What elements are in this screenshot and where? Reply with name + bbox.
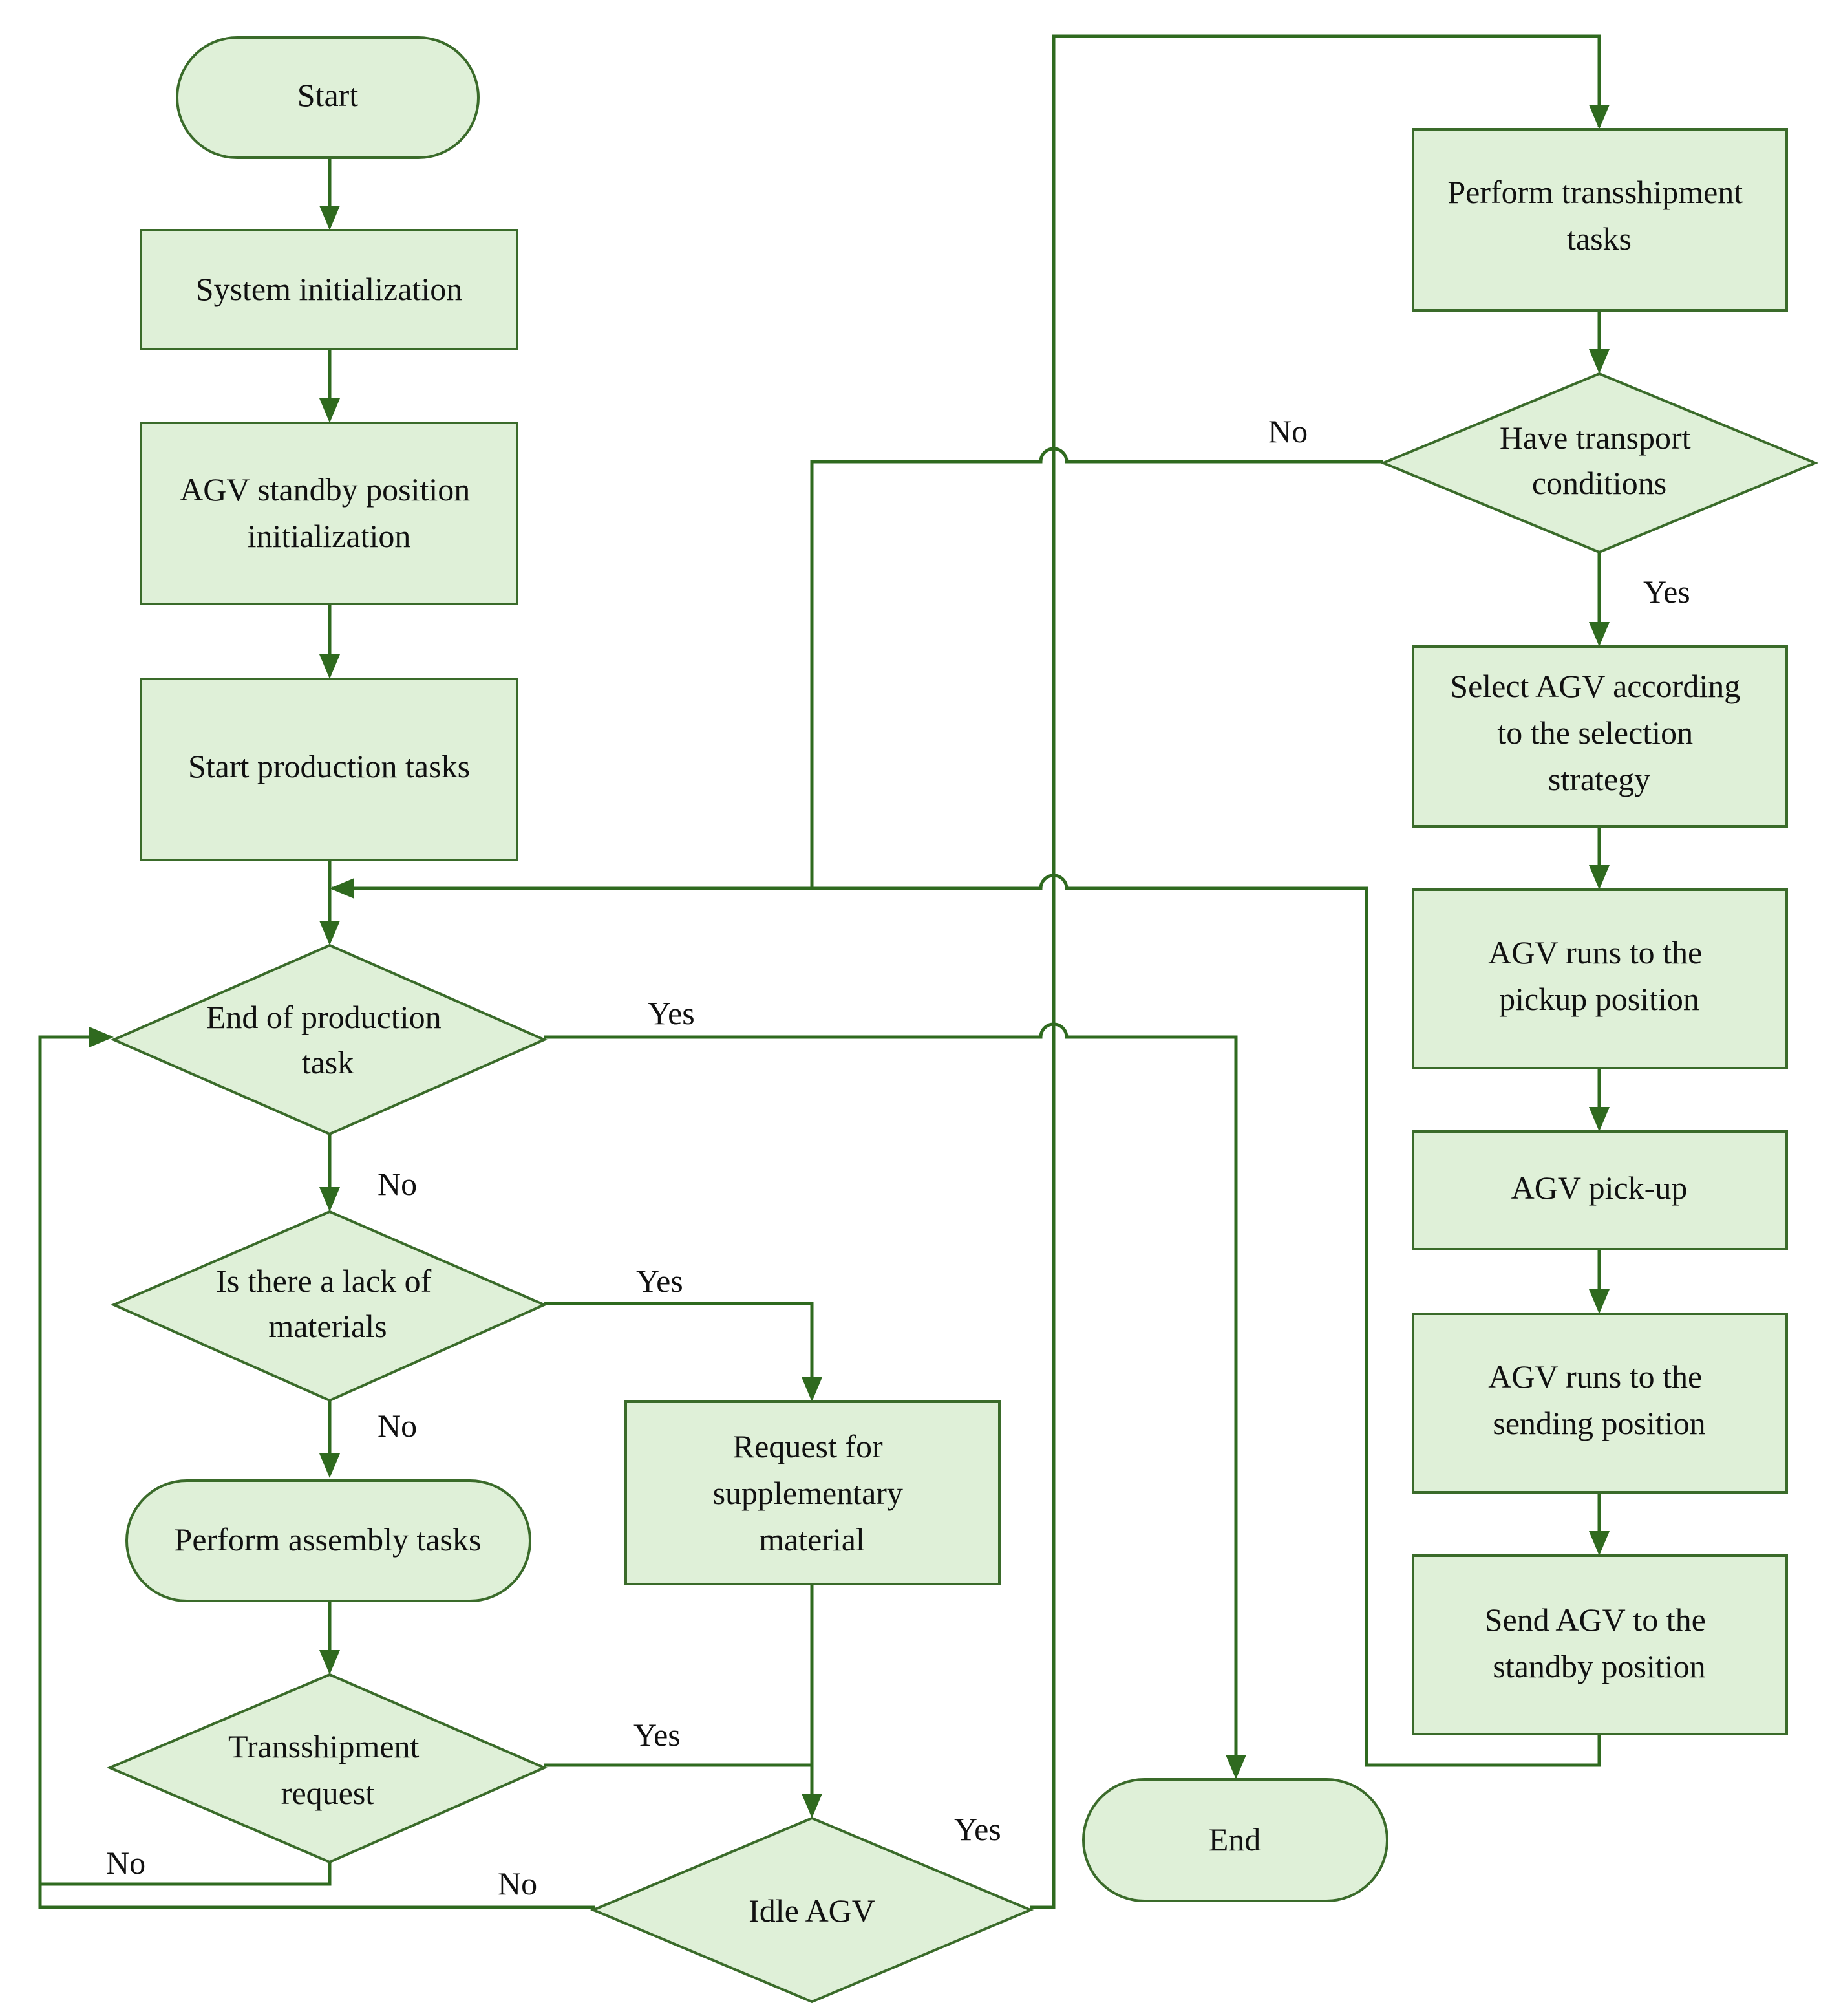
arrowhead-end-production-left xyxy=(89,1027,114,1047)
edge-send-standby-return xyxy=(332,874,1601,1767)
arrowhead-lack-materials xyxy=(319,1187,340,1212)
system-init-box xyxy=(140,229,518,350)
end-terminal xyxy=(1082,1778,1388,1902)
assembly-label: Perform assembly tasks xyxy=(175,1521,482,1558)
idle-agv-label: Idle AGV xyxy=(749,1893,875,1929)
run-sending-label: AGV runs to the sending position xyxy=(1488,1358,1710,1441)
standby-init-label: AGV standby position initialization xyxy=(180,471,478,554)
request-material-label: Request for supplementary material xyxy=(713,1428,911,1558)
select-agv-label: Select AGV according to the selection st… xyxy=(1450,668,1748,797)
lack-materials-decision xyxy=(111,1210,548,1402)
arrowhead-send-standby xyxy=(1589,1531,1610,1556)
end-production-label: End of production task xyxy=(206,999,449,1080)
transport-conditions-label: Have transport conditions xyxy=(1500,420,1699,501)
arrowhead-transport-conditions xyxy=(1589,349,1610,374)
start-production-label: Start production tasks xyxy=(188,748,470,784)
arrowhead-end-production-top xyxy=(319,921,340,945)
label-idle-agv-yes: Yes xyxy=(954,1811,1001,1847)
perform-transship-label: Perform transshipment tasks xyxy=(1447,174,1750,257)
arrowheads xyxy=(89,105,1610,1818)
assembly-terminal xyxy=(125,1479,531,1602)
label-transport-conditions-yes: Yes xyxy=(1643,574,1690,610)
label-lack-materials-no: No xyxy=(378,1408,417,1444)
start-label: Start xyxy=(297,77,359,113)
connectors xyxy=(38,34,1601,1909)
pickup-box xyxy=(1412,1130,1788,1250)
edge-end-production-yes-to-end xyxy=(544,1022,1238,1775)
perform-transship-box xyxy=(1412,128,1788,312)
pickup-label: AGV pick-up xyxy=(1511,1170,1688,1206)
arrowhead-perform-transship xyxy=(1589,105,1610,129)
run-pickup-box xyxy=(1412,888,1788,1069)
transship-request-decision xyxy=(106,1673,548,1864)
arrowhead-end xyxy=(1226,1755,1246,1779)
label-transship-request-no: No xyxy=(106,1845,145,1881)
edge-transport-conditions-no-return xyxy=(810,447,1383,888)
label-end-production-yes: Yes xyxy=(648,995,695,1031)
run-sending-box xyxy=(1412,1313,1788,1494)
arrowhead-transship-request xyxy=(319,1650,340,1675)
end-label: End xyxy=(1209,1821,1261,1858)
arrowhead-run-sending xyxy=(1589,1289,1610,1314)
send-standby-box xyxy=(1412,1554,1788,1735)
arrowhead-assembly xyxy=(319,1453,340,1478)
request-material-box xyxy=(624,1400,1001,1585)
send-standby-label: Send AGV to the standby position xyxy=(1485,1602,1714,1684)
arrowhead-run-pickup xyxy=(1589,865,1610,890)
edge-idle-agv-no-loop xyxy=(38,1884,595,1909)
arrowhead-main-merge xyxy=(330,878,354,899)
arrowhead-request-material xyxy=(802,1377,822,1402)
arrowhead-start-production xyxy=(319,654,340,679)
label-lack-materials-yes: Yes xyxy=(636,1263,683,1299)
start-production-box xyxy=(140,678,518,861)
lack-materials-label: Is there a lack of materials xyxy=(216,1263,440,1344)
run-pickup-label: AGV runs to the pickup position xyxy=(1488,934,1710,1017)
select-agv-box xyxy=(1412,645,1788,828)
node-labels: Start System initialization AGV standby … xyxy=(175,77,1750,1929)
arrowhead-select-agv xyxy=(1589,622,1610,647)
arrowhead-system-init xyxy=(319,206,340,230)
system-init-label: System initialization xyxy=(196,271,462,307)
label-transship-request-yes: Yes xyxy=(633,1717,681,1753)
edge-lack-materials-yes-to-request xyxy=(544,1302,814,1398)
nodes xyxy=(106,36,1819,2004)
transport-conditions-decision xyxy=(1379,372,1819,554)
label-idle-agv-no: No xyxy=(498,1865,537,1902)
transship-request-label: Transshipment request xyxy=(228,1728,427,1811)
arrowhead-idle-agv xyxy=(802,1794,822,1818)
end-production-decision xyxy=(111,943,548,1136)
standby-init-box xyxy=(140,422,518,605)
edge-idle-agv-yes-to-perform-transship xyxy=(1030,34,1601,1909)
edge-labels: Yes No Yes No Yes No Yes No No Yes xyxy=(106,413,1690,1902)
label-transport-conditions-no: No xyxy=(1268,413,1308,449)
label-end-production-no: No xyxy=(378,1166,417,1202)
idle-agv-decision xyxy=(590,1816,1034,2004)
arrowhead-standby-init xyxy=(319,398,340,423)
start-terminal xyxy=(176,36,480,159)
arrowhead-pickup xyxy=(1589,1107,1610,1131)
